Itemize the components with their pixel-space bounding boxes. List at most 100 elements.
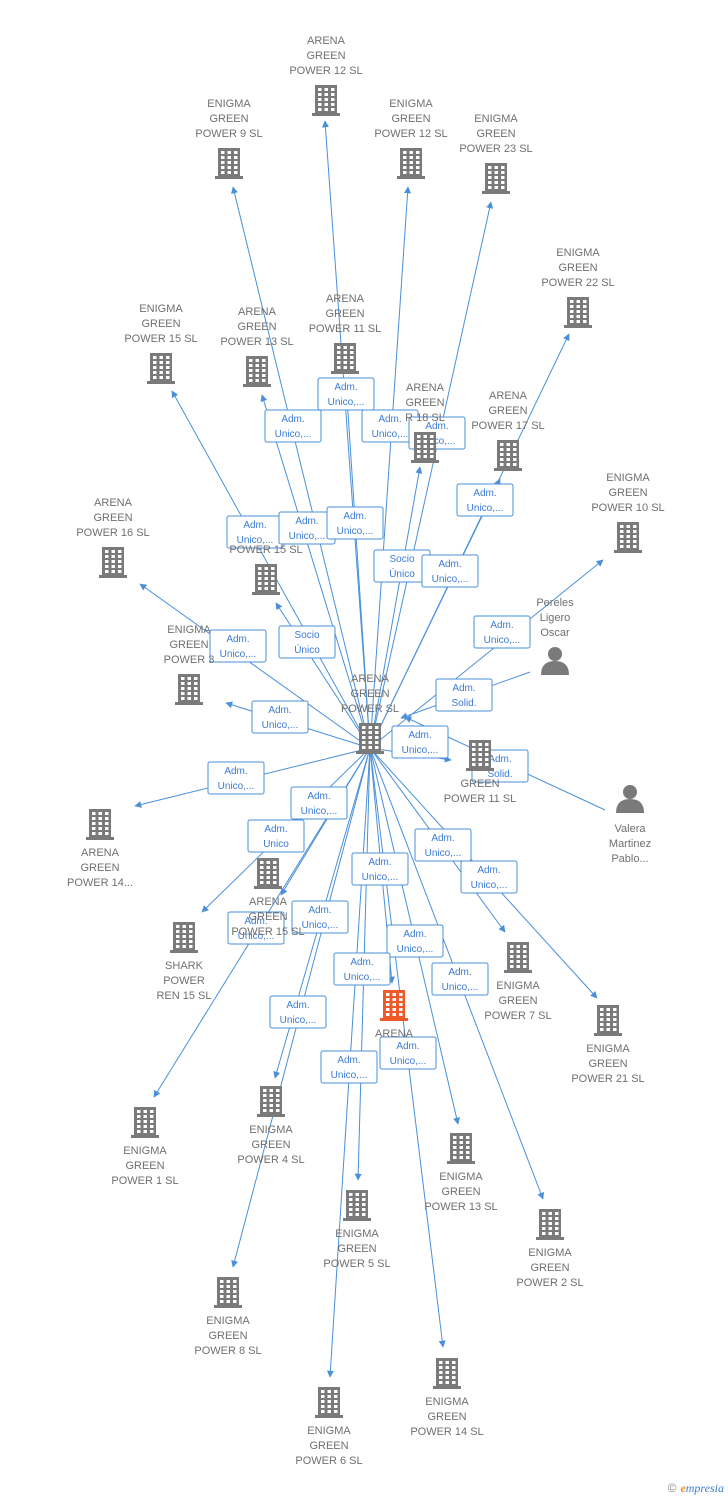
node-label: ENIGMA — [207, 98, 251, 110]
node-label: POWER 15 SL — [231, 926, 304, 938]
node-n23[interactable]: ARENA — [375, 990, 414, 1040]
edge-label-n31[interactable]: Adm.Unico,... — [320, 1050, 378, 1084]
edge-label-text: Unico,... — [471, 880, 508, 891]
edge-label-n30[interactable]: Adm.Unico,... — [379, 1036, 437, 1070]
brand-footer[interactable]: ©empresia — [668, 1481, 724, 1496]
edge-label-text: Unico,... — [432, 574, 469, 585]
node-label: POWER 11 SL — [444, 793, 517, 805]
edge-label-n25[interactable]: Adm.Unico,... — [291, 900, 349, 934]
node-label: GREEN — [237, 321, 276, 333]
building-icon — [86, 809, 114, 840]
edge-label-text: Unico,... — [302, 920, 339, 931]
node-label: POWER 2 SL — [516, 1277, 583, 1289]
node-label: ENIGMA — [123, 1145, 167, 1157]
edge-label-n15[interactable]: Adm.Solid. — [435, 678, 493, 712]
edge-label-text: Unico,... — [218, 781, 255, 792]
edge-label-text: Adm. — [286, 1000, 309, 1011]
edge-label-n23[interactable]: Adm.Unico,... — [351, 852, 409, 886]
edge-label-n3[interactable]: Adm.Unico,... — [361, 409, 419, 443]
node-n17[interactable]: ValeraMartinezPablo... — [609, 785, 651, 865]
edge-label-text: Unico,... — [390, 1056, 427, 1067]
edge-label-n21[interactable]: Adm.Unico,... — [414, 828, 472, 862]
edge-labels-layer: Adm.Unico,...Adm.Unico,...Adm.Unico,...A… — [207, 377, 531, 1084]
edge-label-text: Unico,... — [301, 806, 338, 817]
edge-label-text: Adm. — [264, 824, 287, 835]
node-label: POWER 9 SL — [195, 128, 262, 140]
node-label: GREEN — [427, 1411, 466, 1423]
node-label: Pereles — [536, 597, 574, 609]
node-label: ARENA — [307, 35, 346, 47]
edge-label-n16[interactable]: Adm.Unico,... — [391, 725, 449, 759]
edge-label-text: Único — [294, 643, 320, 656]
edge-label-n10[interactable]: Adm.Unico,... — [421, 554, 479, 588]
edge-label-n19[interactable]: Adm.Unico,... — [290, 786, 348, 820]
edge-label-n22[interactable]: Adm.Unico,... — [460, 860, 518, 894]
edge-label-n27[interactable]: Adm.Unico,... — [333, 952, 391, 986]
person-icon — [541, 647, 569, 675]
edge-label-text: Adm. — [452, 683, 475, 694]
building-icon — [147, 353, 175, 384]
edge-label-n8[interactable]: Adm.Unico,... — [326, 506, 384, 540]
edge-n2 — [231, 186, 371, 749]
edge-label-text: Unico,... — [442, 982, 479, 993]
edge-label-n6[interactable]: Adm.Unico,... — [226, 515, 284, 549]
edge-label-n26[interactable]: Adm.Unico,... — [386, 924, 444, 958]
node-label: GREEN — [441, 1186, 480, 1198]
building-icon — [397, 148, 425, 179]
edge-label-n20[interactable]: Adm.Unico — [247, 819, 305, 853]
edge-label-n5[interactable]: Adm.Unico,... — [456, 483, 514, 517]
building-icon — [254, 858, 282, 889]
edge-label-text: Adm. — [403, 929, 426, 940]
edge-label-n14[interactable]: Adm.Unico,... — [251, 700, 309, 734]
node-label: Valera — [615, 823, 647, 835]
node-label: GREEN — [325, 308, 364, 320]
edge-label-n11[interactable]: Adm.Unico,... — [473, 615, 531, 649]
edge-label-n24[interactable]: Adm.Unico,... — [227, 911, 285, 945]
edge-n8 — [342, 381, 371, 749]
edge-label-n28[interactable]: Adm.Unico,... — [431, 962, 489, 996]
node-label: ENIGMA — [206, 1315, 250, 1327]
node-label: ARENA — [94, 497, 133, 509]
edge-label-n1[interactable]: Adm.Unico,... — [317, 377, 375, 411]
edge-label-n29[interactable]: Adm.Unico,... — [269, 995, 327, 1029]
edge-label-n18[interactable]: Adm.Unico,... — [207, 761, 265, 795]
edge-label-n12[interactable]: Adm.Unico,... — [209, 629, 267, 663]
edge-label-n7[interactable]: Adm.Unico,... — [278, 511, 336, 545]
edge-label-text: Único — [389, 567, 415, 580]
edge-label-n2[interactable]: Adm.Unico,... — [264, 409, 322, 443]
edge-label-text: Adm. — [408, 730, 431, 741]
node-n13[interactable]: POWER 15 SL — [229, 544, 303, 595]
